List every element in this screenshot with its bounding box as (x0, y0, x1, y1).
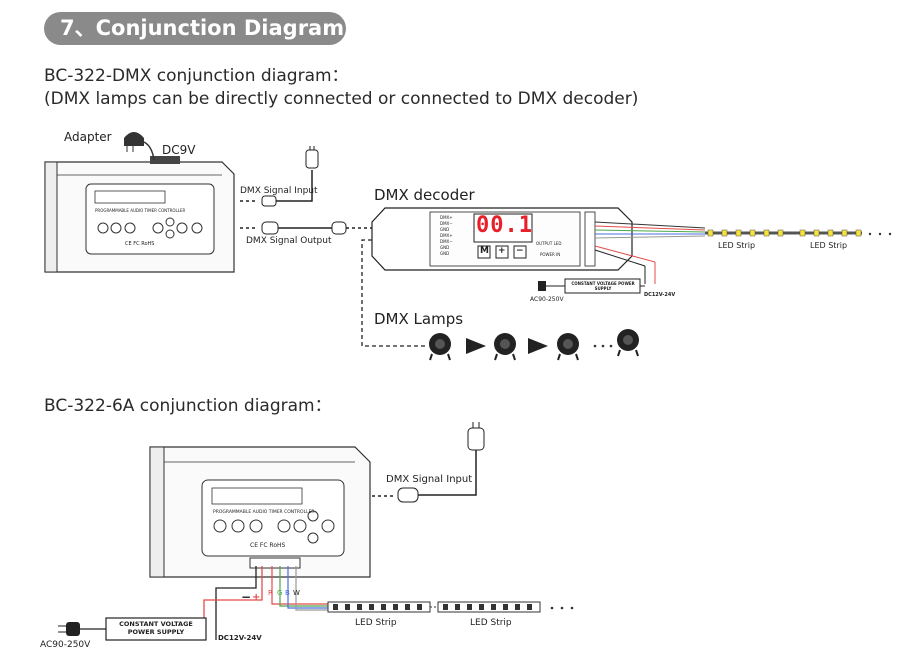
led-strip-1 (705, 229, 892, 237)
lamp-path-dashed (361, 239, 425, 347)
led-strip-label-2b: LED Strip (470, 618, 512, 628)
led-strip-2 (327, 601, 574, 613)
decoder-output-wires (594, 221, 706, 284)
controller-cert-2: CE FC RoHS (250, 542, 286, 549)
dmx-lamps-label: DMX Lamps (374, 310, 464, 328)
dc-label-1: DC12V-24V (644, 292, 676, 298)
decoder-button-m: M (480, 246, 489, 256)
dmx-lamp-icon (617, 329, 639, 357)
diagram1-subtitle: (DMX lamps can be directly connected or … (44, 89, 639, 109)
decoder-power-in-label: POWER IN (540, 252, 561, 257)
ac-label-2: AC90-250V (40, 640, 91, 650)
diagram1-title: BC-322-DMX conjunction diagram： (44, 66, 349, 86)
decoder-output-led-label: OUTPUT LED (536, 241, 562, 246)
minus-label: − (241, 590, 252, 604)
dmx-lamp-icon (429, 333, 451, 361)
controller-unit-2 (149, 446, 371, 578)
led-strip-label-2a: LED Strip (355, 618, 397, 628)
dmx-input-cable-2 (372, 422, 485, 503)
controller-cert-1: CE FC RoHS (125, 241, 155, 247)
plus-label: + (252, 592, 261, 603)
controller-screen-text-2: PROGRAMMABLE AUDIO TIMER CONTROLLER (213, 510, 315, 515)
adapter-icon (124, 132, 155, 161)
section-title: 7、Conjunction Diagram (44, 12, 346, 45)
decoder-button-minus: − (516, 246, 524, 256)
dmx-output-cable-1 (240, 221, 372, 235)
led-strip-label-1a: LED Strip (718, 241, 756, 250)
dc-label-2: DC12V-24V (218, 634, 262, 642)
wire-label-r: R (268, 589, 273, 597)
wire-label-b: B (285, 589, 290, 597)
dmx-lamp-icon (557, 333, 579, 361)
power-supply-1 (538, 278, 645, 294)
controller-unit-1 (44, 156, 235, 273)
dmx-lamp-icon (494, 333, 516, 361)
dmx-lamp-icons (429, 329, 639, 361)
adapter-label: Adapter (64, 130, 112, 144)
dmx-signal-input-label-1: DMX Signal Input (240, 186, 318, 196)
ac-label-1: AC90-250V (530, 296, 564, 303)
wire-label-w: W (293, 589, 300, 597)
led-strip-label-1b: LED Strip (810, 241, 848, 250)
dmx-signal-input-label-2: DMX Signal Input (386, 474, 473, 485)
dmx-decoder-label: DMX decoder (374, 186, 475, 204)
constant-voltage-label-1: CONSTANT VOLTAGE POWER SUPPLY (571, 281, 635, 291)
dmx-input-cable-1 (240, 146, 319, 207)
decoder-button-plus: + (498, 246, 506, 256)
dc9v-label: DC9V (162, 143, 196, 157)
controller-wires-2 (203, 566, 330, 640)
decoder-display: 00.1 (476, 213, 533, 238)
controller-screen-text-1: PROGRAMMABLE AUDIO TIMER CONTROLLER (95, 208, 186, 213)
power-supply-2 (58, 617, 207, 641)
constant-voltage-label-2: CONSTANT VOLTAGE POWER SUPPLY (119, 620, 193, 636)
diagram2-title: BC-322-6A conjunction diagram： (44, 396, 332, 416)
wire-label-g: G (277, 589, 283, 597)
dmx-decoder-device (371, 207, 633, 271)
dmx-signal-output-label: DMX Signal Output (246, 236, 332, 246)
